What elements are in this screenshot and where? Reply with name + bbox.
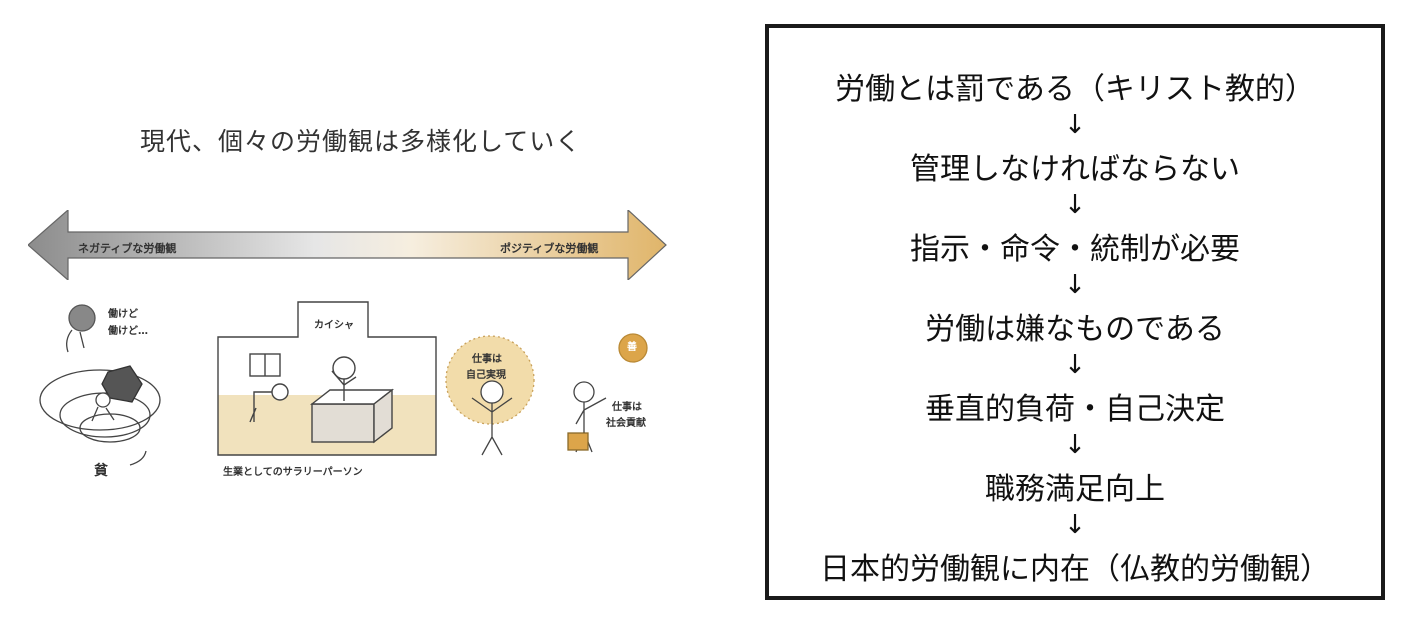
flow-arrow-1: ↓ — [1064, 110, 1086, 140]
contribution-text-2: 社会貢献 — [606, 418, 646, 429]
flow-step-3: 指示・命令・統制が必要 — [910, 232, 1240, 267]
flow-step-7: 日本的労働観に内在（仏教的労働観） — [820, 552, 1330, 587]
company-label: カイシャ — [314, 320, 354, 331]
flow-step-4: 労働は嫌なものである — [925, 312, 1225, 347]
illustration-title: 現代、個々の労働観は多様化していく — [140, 127, 582, 156]
flow-arrow-3: ↓ — [1064, 270, 1086, 300]
poor-label: 貧 — [94, 463, 108, 479]
flow-step-2: 管理しなければならない — [910, 152, 1240, 187]
self-realization-scene — [445, 335, 535, 456]
salaryman-label: 生業としてのサラリーパーソン — [223, 467, 363, 478]
flow-arrow-6: ↓ — [1064, 510, 1086, 540]
sun-label: 善 — [627, 342, 637, 353]
work-text-2: 働けど… — [108, 326, 148, 337]
left-illustration: 現代、個々の労働観は多様化していく ネガティブな労働観 ポジティブな労働観 — [28, 127, 667, 479]
poverty-scene — [39, 304, 161, 466]
self-realization-text-2: 自己実現 — [466, 370, 506, 381]
flow-step-6: 職務満足向上 — [985, 472, 1165, 507]
work-text-1: 働けど — [108, 309, 138, 320]
self-realization-text-1: 仕事は — [472, 354, 502, 365]
flow-step-5: 垂直的負荷・自己決定 — [925, 392, 1225, 427]
spectrum-arrow — [28, 210, 667, 280]
flow-arrow-5: ↓ — [1064, 430, 1086, 460]
contribution-scene — [567, 333, 648, 453]
positive-label: ポジティブな労働観 — [500, 242, 599, 255]
flow-arrow-2: ↓ — [1064, 190, 1086, 220]
flow-box: 労働とは罰である（キリスト教的） ↓ 管理しなければならない ↓ 指示・命令・統… — [765, 24, 1385, 600]
contribution-text-1: 仕事は — [612, 402, 642, 413]
company-scene — [217, 301, 437, 456]
flow-arrow-4: ↓ — [1064, 350, 1086, 380]
scene-drawings — [39, 301, 648, 466]
flow-step-1: 労働とは罰である（キリスト教的） — [835, 72, 1315, 107]
negative-label: ネガティブな労働観 — [78, 242, 177, 255]
